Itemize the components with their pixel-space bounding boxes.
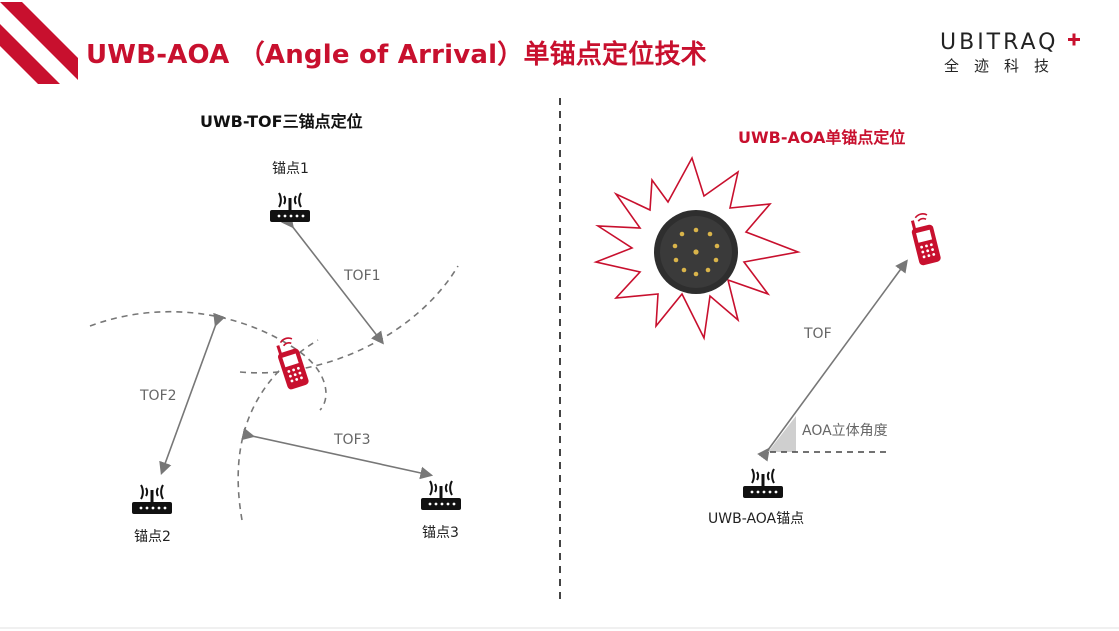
logo-plus-icon [1068,33,1080,46]
anchor3-label: 锚点3 [422,525,459,541]
page-title: UWB-AOA （Angle of Arrival）单锚点定位技术 [86,40,707,70]
anchor1-label: 锚点1 [272,161,309,177]
tof-label: TOF [804,326,832,342]
aoa-anchor-label: UWB-AOA锚点 [708,511,805,527]
aoa-antenna-burst-icon [593,155,801,341]
range-arc-anchor2 [89,310,327,411]
anchor3-router-icon [420,480,462,511]
aoa-angle-label: AOA立体角度 [802,423,888,439]
aoa-angle-wedge [768,416,796,452]
tof3-arrow [241,427,434,480]
tof-arrow [757,259,908,462]
anchor2-router-icon [131,484,173,515]
tof1-label: TOF1 [344,268,381,284]
aoa-anchor-router-icon [742,468,784,499]
tag-phone-icon [272,334,311,392]
anchor2-label: 锚点2 [134,529,171,545]
aoa-tag-phone-icon [907,211,943,267]
tof3-label: TOF3 [334,432,371,448]
tof1-arrow [281,214,384,345]
tof2-label: TOF2 [140,388,177,404]
anchor1-router-icon [269,192,311,223]
tof2-arrow [159,312,226,476]
right-subtitle: UWB-AOA单锚点定位 [738,128,906,147]
range-arc-anchor3 [237,339,319,521]
range-arc-anchor1 [239,265,459,374]
logo-wordmark: UBITRAQ [940,30,1059,55]
left-subtitle: UWB-TOF三锚点定位 [200,112,363,131]
corner-decoration [0,2,78,84]
logo-chinese: 全迹科技 [944,57,1065,75]
